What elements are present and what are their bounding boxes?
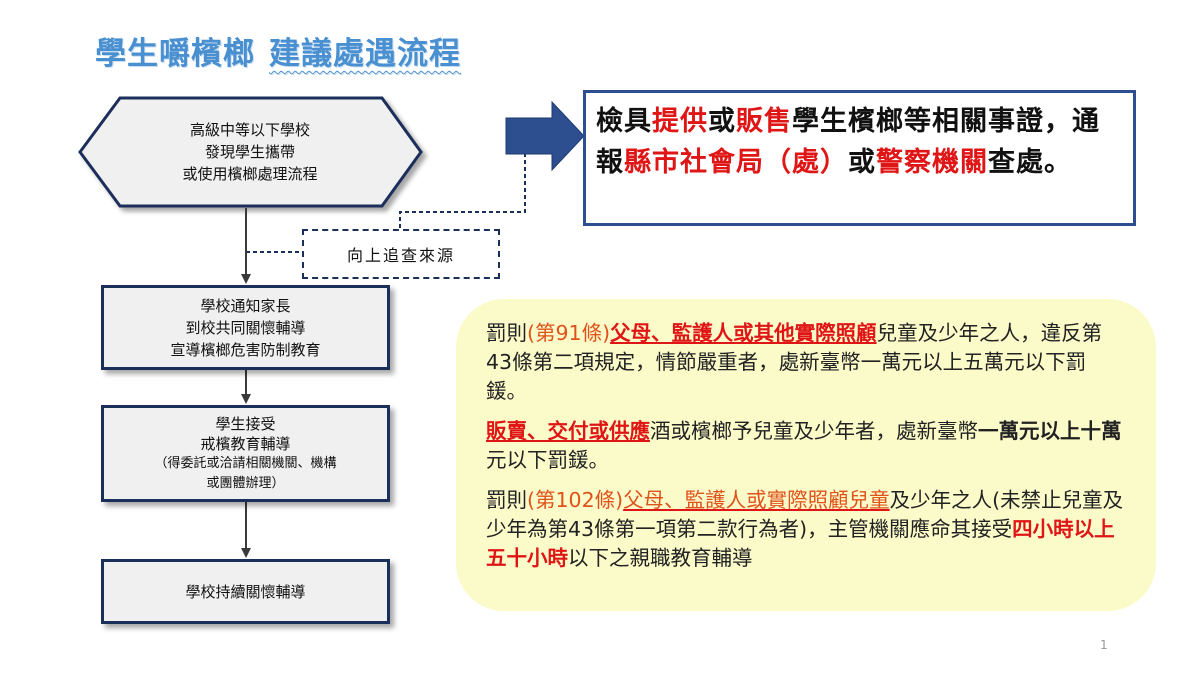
title-part2: 建議處遇流程 — [269, 36, 461, 72]
notice-highlight: 販售 — [736, 106, 792, 137]
start-line: 發現學生攜帶 — [204, 143, 295, 161]
start-line: 或使用檳榔處理流程 — [182, 165, 318, 183]
penalty-text: 罰則 — [486, 488, 527, 512]
notice-text: 查處。 — [988, 147, 1072, 178]
penalty-text: 兒童及少年之人，違反第43條第二項規定，情節嚴重者，處新臺幣一萬元以上五萬元以下… — [486, 321, 1103, 403]
penalty-panel: 罰則(第91條)父母、監護人或其他實際照顧兒童及少年之人，違反第43條第二項規定… — [456, 299, 1156, 611]
step-notify-parents: 學校通知家長 到校共同關懷輔導 宣導檳榔危害防制教育 — [101, 285, 390, 370]
penalty-highlight: 父母、監護人或實際照顧兒童 — [623, 488, 890, 512]
page-title: 學生嚼檳榔建議處遇流程 — [95, 28, 461, 73]
penalty-text: 罰則 — [486, 321, 527, 345]
notice-text: 或 — [848, 147, 876, 178]
start-node: 高級中等以下學校 發現學生攜帶 或使用檳榔處理流程 — [105, 100, 395, 204]
trace-source-box: 向上追查來源 — [302, 229, 500, 279]
block-arrow-icon — [505, 100, 585, 172]
step2-line: （得委託或洽請相關機關、機構 — [154, 455, 337, 471]
step1-line: 到校共同關懷輔導 — [185, 318, 306, 337]
notice-highlight: 警察機關 — [876, 147, 988, 178]
notice-text: 檢具 — [596, 106, 652, 137]
article-ref: (第91條) — [527, 321, 611, 345]
article-ref: (第102條) — [527, 488, 624, 512]
step1-line: 學校通知家長 — [200, 296, 291, 315]
penalty-article-91: 罰則(第91條)父母、監護人或其他實際照顧兒童及少年之人，違反第43條第二項規定… — [486, 319, 1126, 406]
notice-highlight: 提供 — [652, 106, 708, 137]
step3-line: 學校持續關懷輔導 — [185, 582, 306, 601]
report-notice-box: 檢具提供或販售學生檳榔等相關事證，通報縣市社會局（處）或警察機關查處。 — [583, 90, 1136, 226]
penalty-text: 元以下罰鍰。 — [486, 448, 609, 472]
notice-highlight: 縣市社會局（處） — [624, 147, 848, 178]
title-part1: 學生嚼檳榔 — [95, 36, 255, 72]
start-line: 高級中等以下學校 — [189, 121, 310, 139]
step-quit-education: 學生接受 戒檳教育輔導 （得委託或洽請相關機關、機構 或團體辦理） — [101, 405, 390, 502]
notice-text: 學生檳榔等相關事證，通報 — [596, 106, 1100, 178]
trace-dashed-line-right — [399, 132, 526, 229]
step2-line: 或團體辦理） — [206, 475, 285, 491]
penalty-highlight: 販賣、交付或供應 — [486, 419, 650, 443]
penalty-text: 酒或檳榔予兒童及少年者，處新臺幣 — [650, 419, 978, 443]
penalty-hours: 四小時以上五十小時 — [486, 517, 1115, 570]
penalty-text: 以下之親職教育輔導 — [568, 546, 753, 570]
step-continued-care: 學校持續關懷輔導 — [101, 559, 390, 624]
step2-line: 戒檳教育輔導 — [200, 434, 291, 453]
step1-line: 宣導檳榔危害防制教育 — [170, 340, 321, 359]
penalty-highlight: 父母、監護人或其他實際照顧 — [610, 321, 877, 345]
start-hexagon — [78, 96, 423, 208]
penalty-sale: 販賣、交付或供應酒或檳榔予兒童及少年者，處新臺幣一萬元以上十萬元以下罰鍰。 — [486, 417, 1126, 475]
step2-line: 學生接受 — [215, 414, 276, 433]
penalty-amount: 一萬元以上十萬 — [978, 419, 1122, 443]
page-number: 1 — [1100, 638, 1108, 652]
penalty-text: 及少年之人(未禁止兒童及少年為第43條第一項第二款行為者)，主管機關應命其接受 — [486, 488, 1124, 541]
notice-text: 或 — [708, 106, 736, 137]
penalty-article-102: 罰則(第102條)父母、監護人或實際照顧兒童及少年之人(未禁止兒童及少年為第43… — [486, 486, 1126, 573]
